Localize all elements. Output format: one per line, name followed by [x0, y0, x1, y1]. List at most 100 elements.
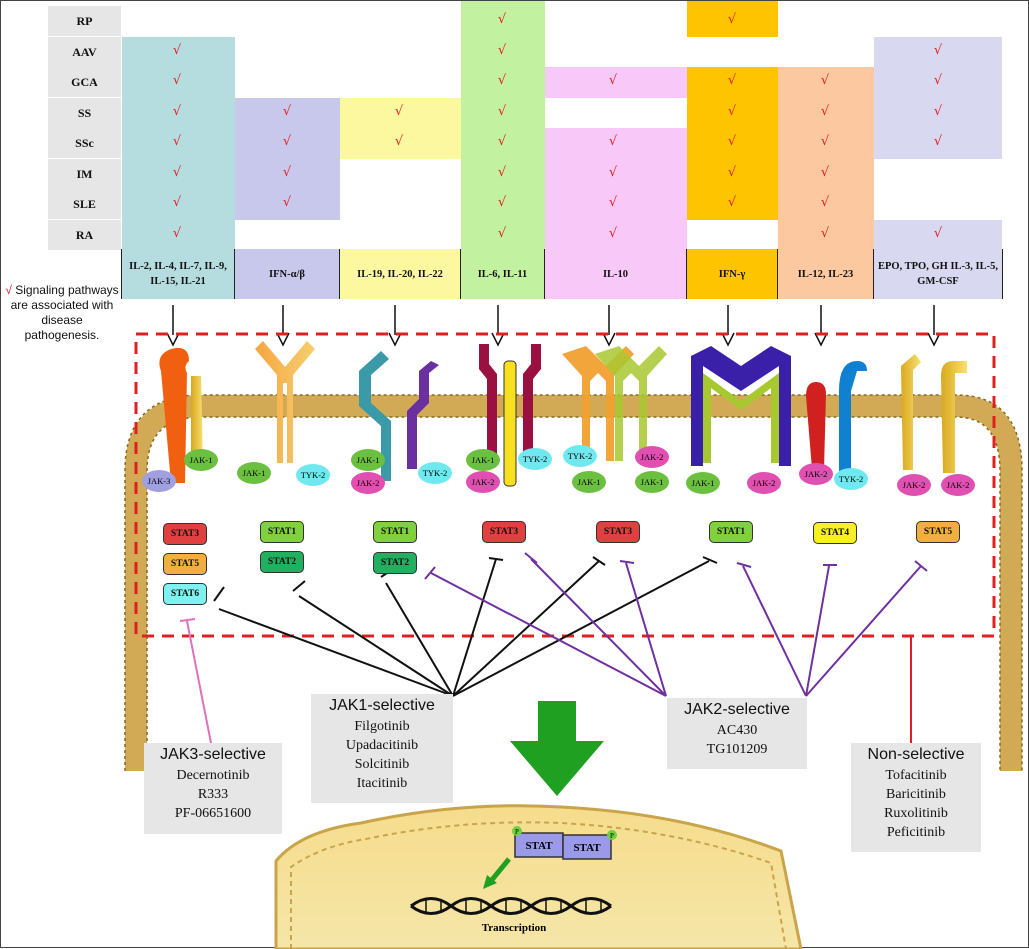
disease-label-ssc: SSc — [48, 128, 121, 158]
check-mark-icon: √ — [172, 73, 182, 88]
check-mark-icon: √ — [727, 165, 737, 180]
check-mark-icon: √ — [933, 43, 943, 58]
drug-name: PF-06651600 — [174, 806, 252, 821]
drug-box-jak3: JAK3-selective Decernotinib R333 PF-0665… — [144, 743, 282, 834]
cell-membrane — [124, 394, 1023, 771]
receptors — [159, 341, 967, 487]
disease-label-im: IM — [48, 159, 121, 189]
jak-label: JAK-3 — [148, 476, 171, 486]
check-mark-icon: √ — [497, 195, 507, 210]
check-mark-icon: √ — [820, 73, 830, 88]
stat-box-stat1-b: STAT1 — [373, 521, 417, 543]
check-mark-icon: √ — [820, 226, 830, 241]
check-mark-icon: √ — [282, 195, 292, 210]
check-mark-icon: √ — [497, 165, 507, 180]
check-mark-icon: √ — [820, 165, 830, 180]
check-mark-icon: √ — [282, 165, 292, 180]
check-mark-icon: √ — [394, 134, 404, 149]
check-mark-icon: √ — [497, 43, 507, 58]
check-mark-icon: √ — [497, 134, 507, 149]
check-mark-icon: √ — [820, 104, 830, 119]
cytokine-cell-il10: IL-10 — [545, 249, 687, 299]
association-band — [545, 128, 687, 249]
jak-label: TYK-2 — [839, 474, 864, 484]
stat-box-stat4: STAT4 — [813, 522, 857, 544]
jak-ellipse: JAK-2 — [799, 463, 833, 485]
jak-label: TYK-2 — [523, 454, 548, 464]
cytokine-cell-il12: IL-12, IL-23 — [778, 249, 874, 299]
association-band — [340, 98, 461, 159]
drug-group-title: JAK3-selective — [160, 746, 266, 763]
jak-ellipse: JAK-2 — [941, 474, 975, 496]
stat-box-stat3-c: STAT3 — [596, 521, 640, 543]
jak-label: JAK-2 — [472, 477, 495, 487]
jak-ellipse: TYK-2 — [563, 445, 597, 467]
drug-group-title: JAK1-selective — [329, 697, 435, 714]
legend: √ Signaling pathways are associated with… — [4, 283, 120, 343]
check-mark-icon: √ — [172, 226, 182, 241]
check-mark-icon: √ — [933, 104, 943, 119]
jak-ellipse: JAK-1 — [635, 471, 669, 493]
drug-name: R333 — [197, 787, 229, 802]
check-mark-icon: √ — [933, 73, 943, 88]
cytokine-cell-il6: IL-6, IL-11 — [461, 249, 545, 299]
jak-ellipse: JAK-1 — [351, 449, 385, 471]
drug-name: Peficitinib — [886, 825, 946, 840]
legend-text: Signaling pathways are associated with d… — [10, 283, 119, 342]
jak-label: JAK-2 — [947, 480, 970, 490]
stat-box-stat3-a: STAT3 — [163, 523, 207, 545]
jak-label: JAK-2 — [753, 478, 776, 488]
cytokine-cell-ifn-g: IFN-γ — [687, 249, 778, 299]
check-mark-icon: √ — [497, 104, 507, 119]
check-mark-icon: √ — [727, 104, 737, 119]
association-band — [461, 1, 545, 249]
jak-label: JAK-1 — [190, 455, 213, 465]
phospho-left-icon — [512, 826, 522, 836]
stat-box-stat1-c: STAT1 — [709, 521, 753, 543]
association-band — [235, 98, 340, 220]
phospho-label-left: P — [515, 828, 519, 836]
jak-label: JAK-1 — [641, 477, 664, 487]
drug-box-jak2: JAK2-selective AC430 TG101209 — [667, 698, 807, 769]
check-mark-icon: √ — [172, 165, 182, 180]
transcription-label: Transcription — [482, 922, 547, 934]
check-mark-icon: √ — [497, 226, 507, 241]
drug-name: Itacitinib — [356, 776, 408, 791]
jak-label: JAK-1 — [243, 468, 266, 478]
disease-label-rp: RP — [48, 6, 121, 36]
disease-label-ra: RA — [48, 220, 121, 250]
drug-box-jak1: JAK1-selective Filgotinib Upadacitinib S… — [311, 694, 453, 803]
check-mark-icon: √ — [5, 283, 12, 297]
jak-label: JAK-2 — [641, 452, 664, 462]
check-mark-icon: √ — [282, 104, 292, 119]
jak-ellipse: JAK-2 — [897, 474, 931, 496]
stat-box-stat5-a: STAT5 — [163, 553, 207, 575]
cytokine-cell-gamma-c: IL-2, IL-4, IL-7, IL-9, IL-15, IL-21 — [122, 249, 235, 299]
association-band — [122, 37, 235, 249]
drug-group-title: Non-selective — [867, 746, 965, 763]
phospho-right-icon — [607, 830, 617, 840]
check-mark-icon: √ — [172, 134, 182, 149]
check-mark-icon: √ — [608, 73, 618, 88]
drug-name: TG101209 — [706, 742, 768, 757]
jak-label: TYK-2 — [568, 451, 593, 461]
jak-ellipse: JAK-2 — [466, 471, 500, 493]
check-mark-icon: √ — [933, 134, 943, 149]
stat-box-stat3-b: STAT3 — [482, 521, 526, 543]
drug-name: AC430 — [716, 723, 758, 738]
jak-ellipse: JAK-1 — [572, 471, 606, 493]
check-mark-icon: √ — [608, 195, 618, 210]
stat-dimer-left — [514, 832, 564, 858]
disease-label-gca: GCA — [48, 67, 121, 97]
stat-box-stat2-a: STAT2 — [260, 551, 304, 573]
drug-name: Solcitinib — [354, 757, 410, 772]
stat-dimer-right — [562, 834, 612, 860]
drug-name: Filgotinib — [354, 719, 410, 734]
association-band — [545, 67, 687, 98]
jak-ellipse: JAK-2 — [351, 472, 385, 494]
check-mark-icon: √ — [727, 73, 737, 88]
association-band — [687, 1, 778, 37]
jak-ellipse: TYK-2 — [296, 464, 330, 486]
